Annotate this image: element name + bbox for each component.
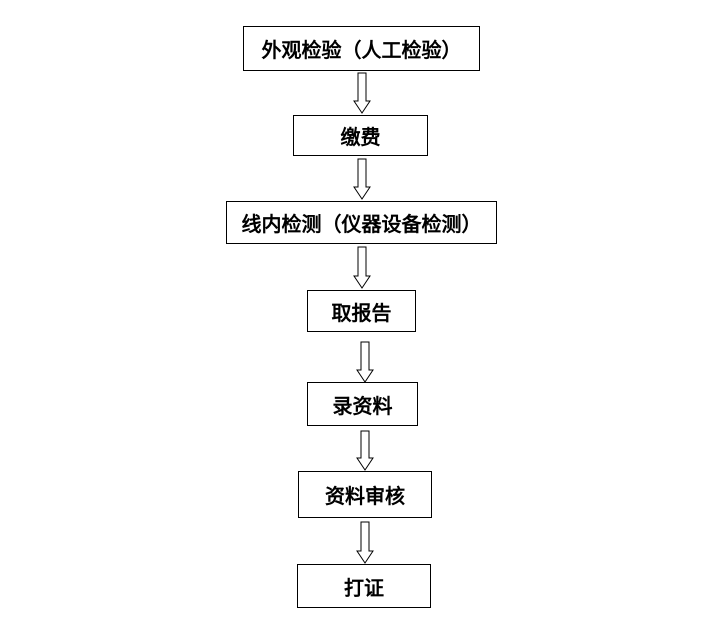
down-arrow-icon [353,246,371,289]
step-data-review: 资料审核 [298,471,432,518]
down-arrow-icon [356,521,374,564]
down-arrow-icon [353,158,371,200]
step-label: 录资料 [332,393,393,418]
step-payment: 缴费 [293,115,428,156]
step-label: 缴费 [340,125,381,149]
step-label: 外观检验（人工检验） [261,38,462,62]
step-get-report: 取报告 [307,290,416,332]
step-visual-inspection: 外观检验（人工检验） [243,26,480,71]
step-inline-testing: 线内检测（仪器设备检测） [226,201,497,244]
step-label: 取报告 [331,300,392,325]
down-arrow-icon [356,341,374,383]
step-label: 线内检测（仪器设备检测） [241,212,482,236]
down-arrow-icon [353,72,371,114]
down-arrow-icon [356,430,374,471]
step-label: 打证 [344,575,384,600]
step-enter-data: 录资料 [307,382,418,426]
step-issue-certificate: 打证 [297,564,431,608]
step-label: 资料审核 [325,484,405,508]
